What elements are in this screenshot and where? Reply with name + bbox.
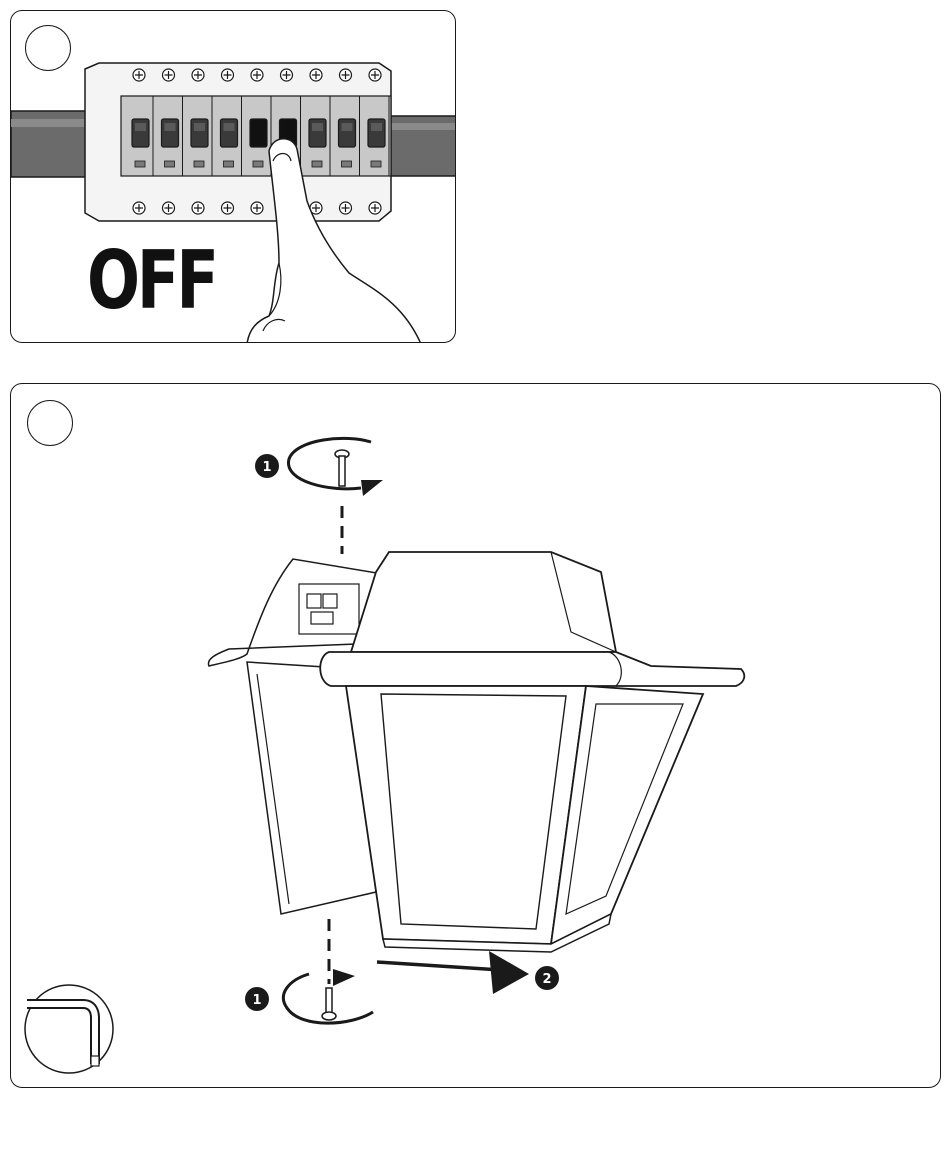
arrow-head-icon — [489, 951, 529, 994]
screw-icon — [322, 988, 336, 1020]
allen-key-icon — [25, 985, 113, 1073]
arrow-head-icon — [333, 969, 355, 986]
top-screw-group: 1 — [255, 438, 383, 554]
lantern — [320, 552, 744, 952]
terminal-block — [299, 584, 359, 634]
step-badge-label: 1 — [262, 460, 271, 475]
step-panel-power-off: OFF — [10, 10, 456, 343]
lantern-removal-illustration: 1 — [11, 384, 941, 1088]
pull-direction-arrow — [377, 962, 501, 970]
rotation-arrow-top — [288, 438, 371, 488]
breaker-illustration — [11, 11, 456, 343]
arrow-head-icon — [361, 480, 383, 496]
step-panel-remove-lantern: 1 — [10, 383, 941, 1088]
step-badge-label: 1 — [252, 993, 261, 1008]
breaker-block — [85, 63, 391, 221]
lantern-eave — [320, 652, 744, 686]
bottom-screw-group: 1 — [245, 919, 373, 1023]
step-badge-label: 2 — [542, 972, 551, 987]
screw-icon — [335, 450, 349, 486]
lantern-roof — [351, 552, 616, 652]
pull-arrow-group: 2 — [377, 951, 559, 994]
power-off-label: OFF — [87, 241, 216, 321]
lantern-glass-front — [381, 694, 566, 929]
